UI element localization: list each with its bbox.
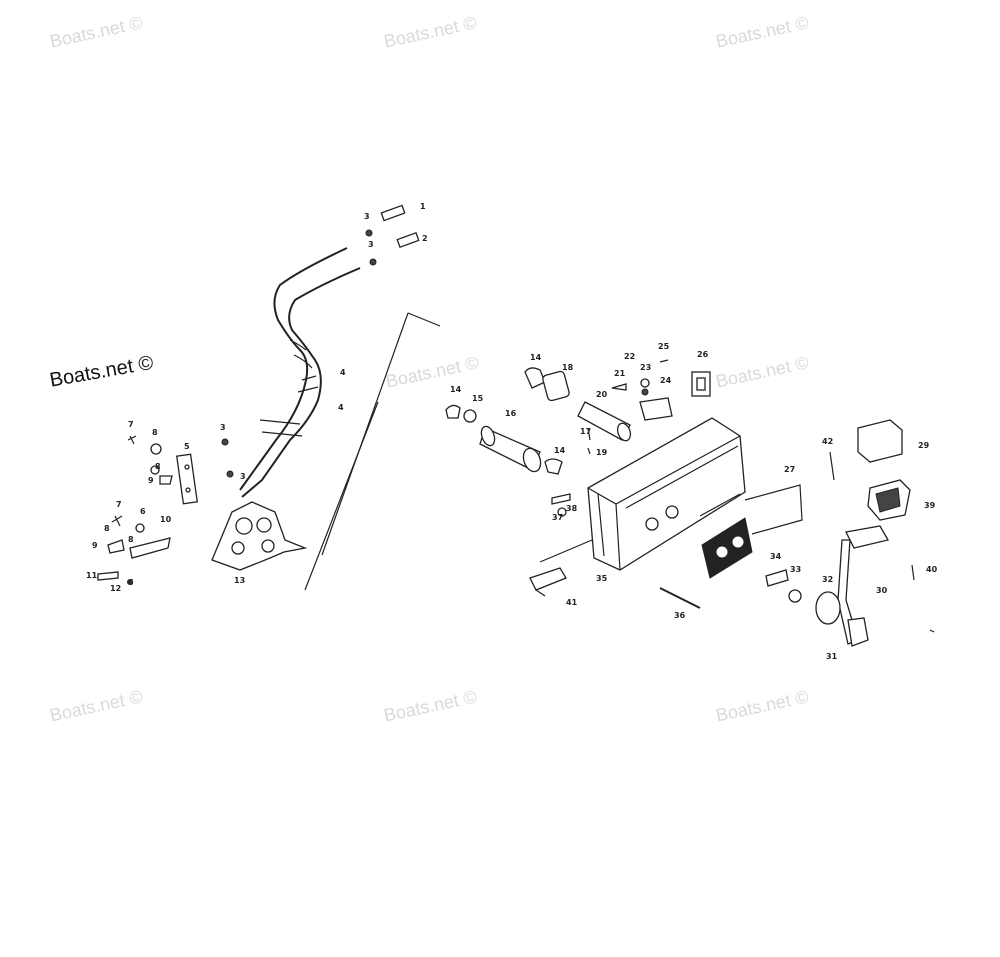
callout-label: 39 bbox=[924, 501, 936, 510]
callout-label: 18 bbox=[562, 363, 574, 372]
callout-label: 40 bbox=[926, 565, 938, 574]
cable-end-fittings bbox=[221, 204, 420, 478]
callout-label: 7 bbox=[128, 420, 134, 429]
callout-label: 3 bbox=[220, 423, 226, 432]
linkage-parts bbox=[97, 435, 199, 585]
callout-label: 33 bbox=[790, 565, 802, 574]
callout-label: 12 bbox=[110, 584, 122, 593]
callout-label: 6 bbox=[140, 507, 146, 516]
small-parts-lower bbox=[529, 539, 701, 609]
callout-label: 14 bbox=[450, 385, 462, 394]
decal-plate bbox=[701, 484, 803, 579]
callout-label: 8 bbox=[152, 428, 158, 437]
callout-label: 9 bbox=[92, 541, 98, 550]
callout-label: 5 bbox=[184, 442, 190, 451]
divider-lines bbox=[304, 312, 441, 591]
control-cables bbox=[239, 247, 361, 498]
callout-label: 3 bbox=[368, 240, 374, 249]
callout-label: 21 bbox=[614, 369, 626, 378]
callout-label: 35 bbox=[596, 574, 608, 583]
callout-label: 29 bbox=[918, 441, 930, 450]
mounting-plate bbox=[211, 501, 308, 571]
callout-label: 26 bbox=[697, 350, 709, 359]
callout-label: 34 bbox=[770, 552, 782, 561]
callout-label: 13 bbox=[234, 576, 246, 585]
callout-label: 11 bbox=[86, 571, 98, 580]
callout-label: 8 bbox=[104, 524, 110, 533]
callout-label: 2 bbox=[422, 234, 428, 243]
callout-label: 9 bbox=[148, 476, 154, 485]
callout-label: 24 bbox=[660, 376, 672, 385]
callout-label: 37 bbox=[552, 513, 564, 522]
callout-label: 20 bbox=[596, 390, 608, 399]
callout-label: 3 bbox=[240, 472, 246, 481]
callout-label: 19 bbox=[596, 448, 608, 457]
callout-label: 14 bbox=[530, 353, 542, 362]
callout-label: 10 bbox=[160, 515, 172, 524]
callout-label: 22 bbox=[624, 352, 636, 361]
callout-label: 17 bbox=[580, 427, 592, 436]
callout-label: 27 bbox=[784, 465, 796, 474]
callout-label: 31 bbox=[826, 652, 838, 661]
callout-label: 41 bbox=[566, 598, 578, 607]
callout-label: 8 bbox=[155, 462, 161, 471]
callout-label: 4 bbox=[338, 403, 344, 412]
callout-label: 23 bbox=[640, 363, 652, 372]
callout-label: 16 bbox=[505, 409, 517, 418]
callout-label: 14 bbox=[554, 446, 566, 455]
callout-label: 1 bbox=[420, 202, 426, 211]
callout-label: 6 bbox=[128, 578, 134, 587]
control-shaft-group bbox=[445, 359, 711, 517]
callout-label: 36 bbox=[674, 611, 686, 620]
callout-label: 32 bbox=[822, 575, 834, 584]
callout-label: 30 bbox=[876, 586, 888, 595]
callout-label: 15 bbox=[472, 394, 484, 403]
lever-assembly bbox=[765, 419, 935, 647]
callout-label: 8 bbox=[128, 535, 134, 544]
callout-label: 7 bbox=[116, 500, 122, 509]
callout-label: 3 bbox=[364, 212, 370, 221]
callout-label: 25 bbox=[658, 342, 670, 351]
callout-label: 38 bbox=[566, 504, 578, 513]
callout-label: 4 bbox=[340, 368, 346, 377]
callout-label: 42 bbox=[822, 437, 834, 446]
control-box bbox=[587, 417, 746, 571]
